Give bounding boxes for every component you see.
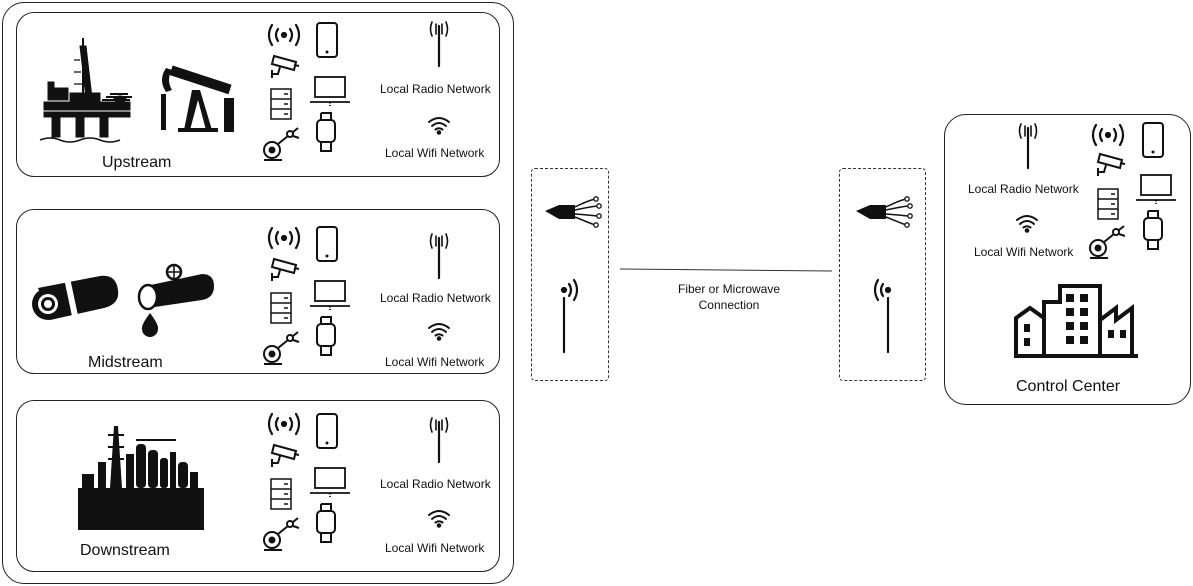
- cctv-camera-icon: [270, 54, 300, 78]
- cctv-camera-icon: [270, 443, 300, 467]
- wifi-icon: [1016, 215, 1038, 233]
- control-link-node: [839, 168, 926, 381]
- server-rack-icon: [270, 478, 292, 510]
- laptop-icon: [1136, 174, 1176, 204]
- offshore-platform-icon: [39, 38, 132, 143]
- radio-signal-icon: [267, 412, 301, 436]
- microwave-antenna-icon: [873, 278, 892, 354]
- radio-signal-icon: [267, 23, 301, 47]
- laptop-icon: [310, 76, 350, 106]
- pumpjack-icon: [161, 65, 234, 132]
- smartphone-icon: [316, 22, 338, 58]
- valve-pipe-icon: [137, 263, 214, 311]
- connection-label: Fiber or Microwave Connection: [655, 281, 803, 313]
- smartphone-icon: [1142, 122, 1164, 158]
- radio-network-label: Local Radio Network: [968, 182, 1079, 196]
- server-rack-icon: [1097, 188, 1119, 220]
- laptop-icon: [310, 467, 350, 497]
- laptop-icon: [310, 280, 350, 310]
- radio-network-label: Local Radio Network: [380, 477, 491, 491]
- smartphone-icon: [316, 226, 338, 262]
- radio-tower-icon: [429, 417, 449, 464]
- factory-building-icon: [1014, 284, 1138, 358]
- connection-label-line1: Fiber or Microwave: [677, 282, 781, 296]
- wifi-icon: [428, 510, 450, 528]
- wifi-icon: [428, 323, 450, 341]
- pipeline-icon: [32, 275, 119, 320]
- site-link-node: [531, 168, 609, 381]
- fiber-optic-icon: [545, 196, 602, 228]
- robot-arm-icon: [263, 127, 300, 161]
- robot-arm-icon: [1089, 225, 1126, 259]
- radio-tower-icon: [429, 233, 449, 280]
- radio-signal-icon: [267, 226, 301, 250]
- cctv-camera-icon: [270, 257, 300, 281]
- robot-arm-icon: [263, 517, 300, 551]
- wifi-network-label: Local Wifi Network: [385, 355, 485, 369]
- oil-drop-icon: [141, 313, 159, 337]
- wifi-network-label: Local Wifi Network: [385, 541, 485, 555]
- connection-line: [619, 268, 833, 272]
- wifi-icon: [428, 117, 450, 135]
- radio-network-label: Local Radio Network: [380, 82, 491, 96]
- refinery-icon: [78, 426, 204, 530]
- downstream-panel: [16, 400, 500, 572]
- segment-title: Upstream: [102, 154, 172, 171]
- wifi-network-label: Local Wifi Network: [385, 146, 485, 160]
- server-rack-icon: [270, 88, 292, 120]
- fiber-optic-icon: [856, 196, 913, 228]
- smartwatch-icon: [316, 112, 336, 152]
- segment-title: Downstream: [80, 542, 170, 559]
- server-rack-icon: [270, 292, 292, 324]
- robot-arm-icon: [263, 331, 300, 365]
- connection-label-line2: Connection: [698, 298, 760, 312]
- radio-tower-icon: [1018, 123, 1038, 170]
- smartwatch-icon: [1143, 210, 1163, 250]
- cctv-camera-icon: [1096, 152, 1126, 176]
- smartwatch-icon: [316, 503, 336, 543]
- radio-tower-icon: [429, 21, 449, 68]
- segment-title: Midstream: [88, 354, 163, 371]
- smartwatch-icon: [316, 316, 336, 356]
- radio-network-label: Local Radio Network: [380, 291, 491, 305]
- wifi-network-label: Local Wifi Network: [974, 245, 1074, 259]
- radio-signal-icon: [1091, 123, 1125, 147]
- control-center-title: Control Center: [1016, 378, 1121, 395]
- smartphone-icon: [316, 413, 338, 449]
- microwave-antenna-icon: [560, 278, 579, 354]
